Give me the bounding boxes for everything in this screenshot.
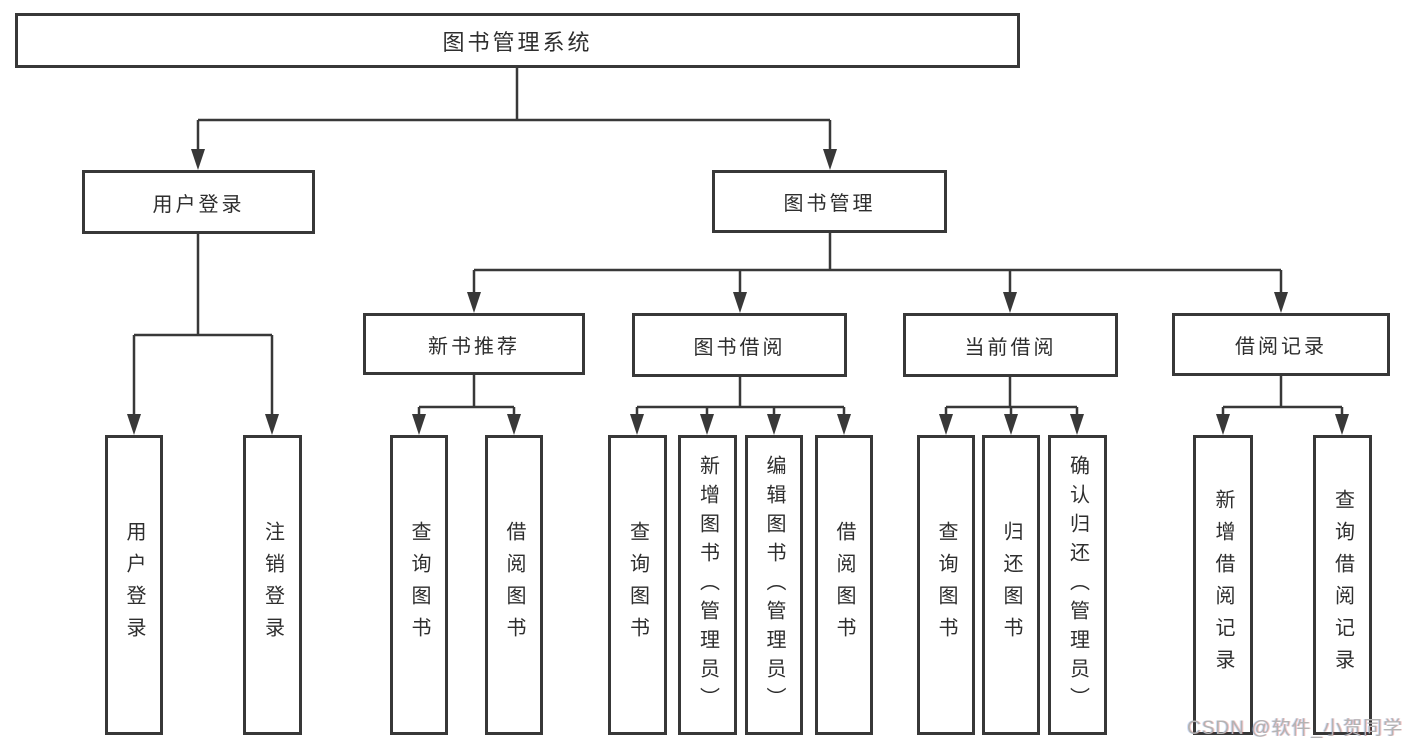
connector-user-login-to-children (132, 234, 274, 421)
node-label: 确认归还（管理员） (1066, 454, 1089, 716)
connector-borrow-records-to-children (1221, 375, 1344, 421)
node-borrow-books-rec: 借阅图书 (485, 435, 543, 735)
node-borrow-books: 借阅图书 (815, 435, 873, 735)
node-label: 查询借阅记录 (1331, 489, 1354, 681)
node-book-borrowing: 图书借阅 (632, 313, 847, 377)
node-label: 新增借阅记录 (1212, 489, 1234, 681)
arrowhead-icon (507, 414, 521, 435)
node-return-books: 归还图书 (982, 435, 1040, 735)
node-label: 编辑图书（管理员） (763, 454, 785, 716)
node-label: 用户登录 (123, 521, 145, 649)
node-label: 新书推荐 (428, 335, 520, 358)
arrowhead-icon (127, 414, 141, 435)
arrowhead-icon (1335, 414, 1349, 435)
arrowhead-icon (1070, 414, 1084, 435)
node-label: 查询图书 (626, 521, 649, 649)
node-label: 注销登录 (261, 521, 284, 649)
arrowhead-icon (767, 414, 781, 435)
arrowhead-icon (1003, 292, 1017, 313)
node-query-borrow-record: 查询借阅记录 (1313, 435, 1372, 735)
node-user-login: 用户登录 (105, 435, 163, 735)
arrowhead-icon (265, 414, 279, 435)
node-add-borrow-record: 新增借阅记录 (1193, 435, 1253, 735)
node-label: 归还图书 (1000, 521, 1022, 649)
node-label: 用户登录 (152, 193, 245, 216)
node-user-login-group: 用户登录 (82, 170, 315, 234)
node-label: 图书借阅 (693, 336, 786, 359)
node-book-management: 图书管理 (712, 170, 947, 233)
node-logout: 注销登录 (243, 435, 302, 735)
arrowhead-icon (823, 149, 837, 170)
arrowhead-icon (700, 414, 714, 435)
watermark: CSDN @软件_小贺同学 (1187, 718, 1403, 739)
arrowhead-icon (1004, 414, 1018, 435)
connector-book-borrow-to-children (635, 375, 846, 421)
node-label: 新增图书（管理员） (696, 454, 719, 716)
node-current-borrowing: 当前借阅 (903, 313, 1118, 377)
node-query-books-current: 查询图书 (917, 435, 975, 735)
node-confirm-return-admin: 确认归还（管理员） (1048, 435, 1107, 735)
arrowhead-icon (412, 414, 426, 435)
arrowhead-icon (191, 149, 205, 170)
connector-root-to-level2 (196, 68, 832, 156)
node-new-book-recommendation: 新书推荐 (363, 313, 585, 375)
arrowhead-icon (1216, 414, 1230, 435)
arrowhead-icon (1274, 292, 1288, 313)
node-label: 当前借阅 (964, 336, 1057, 359)
node-query-books-borrow: 查询图书 (608, 435, 667, 735)
node-label: 查询图书 (935, 521, 957, 649)
arrowhead-icon (837, 414, 851, 435)
arrowhead-icon (939, 414, 953, 435)
node-label: 图书管理 (783, 193, 876, 215)
arrowhead-icon (733, 292, 747, 313)
node-label: 借阅记录 (1235, 336, 1327, 358)
node-label: 查询图书 (408, 521, 430, 649)
node-query-books-rec: 查询图书 (390, 435, 448, 735)
connector-book-mgmt-to-level3 (472, 233, 1283, 299)
node-label: 借阅图书 (833, 521, 855, 649)
node-label: 图书管理系统 (442, 29, 593, 55)
connector-new-book-rec-to-children (417, 375, 516, 421)
arrowhead-icon (467, 292, 481, 313)
node-label: 借阅图书 (503, 521, 525, 649)
node-edit-book-admin: 编辑图书（管理员） (745, 435, 803, 735)
node-library-management-system: 图书管理系统 (15, 13, 1020, 68)
node-add-book-admin: 新增图书（管理员） (678, 435, 737, 735)
arrowhead-icon (630, 414, 644, 435)
node-borrowing-records: 借阅记录 (1172, 313, 1390, 376)
